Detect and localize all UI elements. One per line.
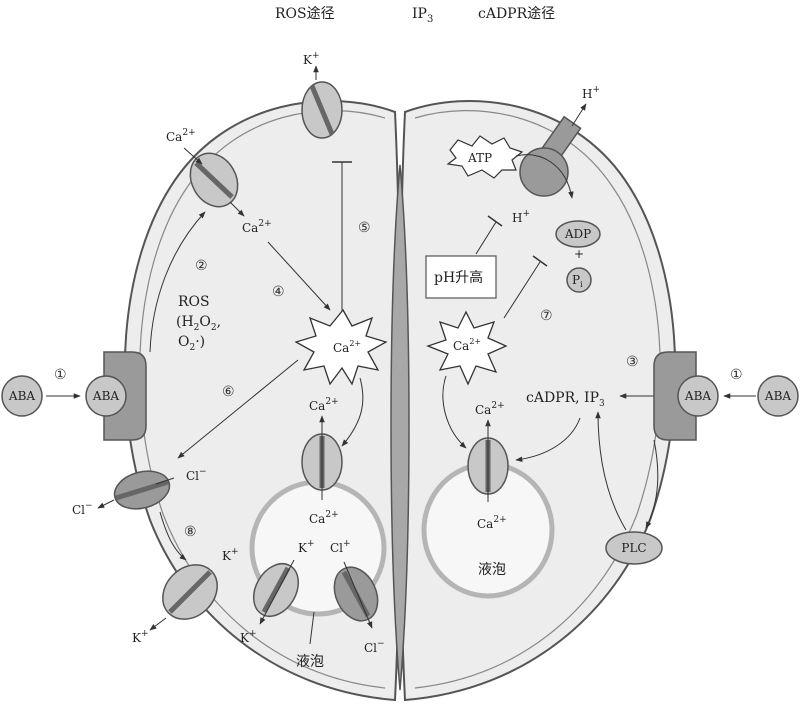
vacuole-left-pointer: [309, 611, 315, 645]
pi-label: Pi: [572, 273, 583, 289]
ca-enter-arrow-1: [183, 147, 203, 165]
ca-enter-arrow-2: [229, 201, 245, 217]
ph-box: [425, 255, 497, 299]
adp-oval: [555, 220, 601, 248]
h-outside-label: H+: [582, 85, 600, 101]
atp-label: ATP: [467, 151, 492, 165]
cl-vacuole-out-arrow: [343, 561, 373, 629]
k-vacuole-outside-label: K+: [240, 629, 257, 645]
pi-circle: [566, 267, 592, 293]
step-3: ③: [626, 354, 639, 370]
cl-channel-left: [113, 470, 171, 510]
plc-label: PLC: [621, 541, 646, 555]
k-out-arrow-lower: [149, 617, 167, 631]
ros-up-arrow: [149, 211, 206, 353]
k-channel-top: [301, 81, 343, 139]
ca-burst-left-label: Ca2+: [333, 339, 361, 355]
ca-star-right-to-vacuole: [442, 375, 467, 449]
adp-label: ADP: [564, 227, 591, 241]
cadpr-pathway-label: cADPR途径: [478, 5, 555, 22]
ca-vacuole-right-label: Ca2+: [477, 515, 507, 531]
ca-to-cl-arrow: [177, 359, 299, 459]
k-ion-top-label: K+: [303, 51, 320, 67]
k-vacuole-out-arrow: [259, 559, 295, 625]
ros-label: ROS: [178, 294, 210, 310]
stomatal-pore: [390, 164, 410, 691]
ros-o2-label: O2·): [178, 334, 205, 353]
cl-vacuole-inside-label: Cl+: [330, 539, 351, 555]
plus-sign: +: [574, 247, 584, 261]
step-6: ⑥: [222, 384, 235, 400]
ca-released-left-label: Ca2+: [309, 397, 339, 413]
cl-outside-label: Cl−: [72, 501, 93, 517]
ca-channel-left: [189, 152, 239, 208]
ip3-label: IP3: [412, 6, 433, 25]
ph-inhibit-bar: [487, 215, 503, 227]
ca-burst-right-label: Ca2+: [453, 337, 481, 353]
vacuole-left-label: 液泡: [296, 654, 324, 670]
step-7: ⑦: [540, 308, 553, 324]
receptor-to-plc-arrow: [645, 439, 659, 529]
ca-vacuole-left-label: Ca2+: [309, 510, 339, 526]
step-8: ⑧: [184, 524, 197, 540]
cl-out-arrow: [97, 499, 115, 509]
ca-star-to-vacuole-arrow: [341, 377, 364, 447]
cl-inside-line: [155, 477, 175, 485]
ca-released-right-label: Ca2+: [475, 401, 505, 417]
k-vacuole-channel: [252, 563, 300, 617]
ph-inhibit-line: [475, 221, 497, 255]
atp-burst: [446, 135, 524, 179]
h-inside-label: H+: [512, 209, 530, 225]
ca-burst-right: [426, 310, 508, 386]
ca-burst-left: [294, 308, 388, 386]
aba-outside-right: [757, 375, 799, 417]
cadpr-to-vacuole-arrow: [515, 417, 581, 462]
aba-outside-right-label: ABA: [764, 389, 791, 403]
aba-bound-right: [677, 375, 719, 417]
k-vacuole-inside-label: K+: [298, 539, 315, 555]
ph-box-label: pH升高: [434, 269, 483, 286]
inhibit-line-7: [503, 261, 541, 319]
ca-to-star-arrow: [267, 241, 331, 311]
aba-bound-left: [85, 375, 127, 417]
step-2: ②: [195, 258, 208, 274]
k-channel-lower-left: [162, 564, 218, 620]
ros-pathway-label: ROS途径: [275, 5, 335, 22]
aba-bound-left-label: ABA: [92, 389, 119, 403]
step-1-left: ①: [54, 367, 67, 383]
aba-outside-left: [1, 375, 43, 417]
h-out-arrow: [571, 103, 587, 127]
plc-to-cadpr-arrow: [595, 411, 627, 531]
k-outside-lower-label: K+: [132, 629, 149, 645]
atp-to-adp-arrow: [515, 154, 574, 199]
aba-receptor-right: [653, 351, 697, 441]
plc-oval: [605, 531, 663, 565]
cl-vacuole-outside-label: Cl−: [364, 639, 385, 655]
aba-bound-right-label: ABA: [684, 389, 711, 403]
step-1-right: ①: [730, 367, 743, 383]
cadpr-ip3-label: cADPR, IP3: [526, 390, 605, 409]
step-4: ④: [272, 284, 285, 300]
aba-outside-left-label: ABA: [8, 389, 35, 403]
ros-h2o2-label: (H2O2,: [176, 314, 221, 333]
vacuole-right-label: 液泡: [478, 562, 506, 578]
ca-outside-label: Ca2+: [166, 128, 196, 144]
inhibit-bar-7: [532, 255, 548, 267]
cl-inside-label: Cl−: [186, 467, 207, 483]
h-atpase: [519, 115, 582, 197]
step-5: ⑤: [358, 220, 371, 236]
ca-inside-label: Ca2+: [242, 219, 272, 235]
k-inside-lower-label: K+: [222, 547, 239, 563]
cl-to-k-arrow: [159, 511, 187, 561]
